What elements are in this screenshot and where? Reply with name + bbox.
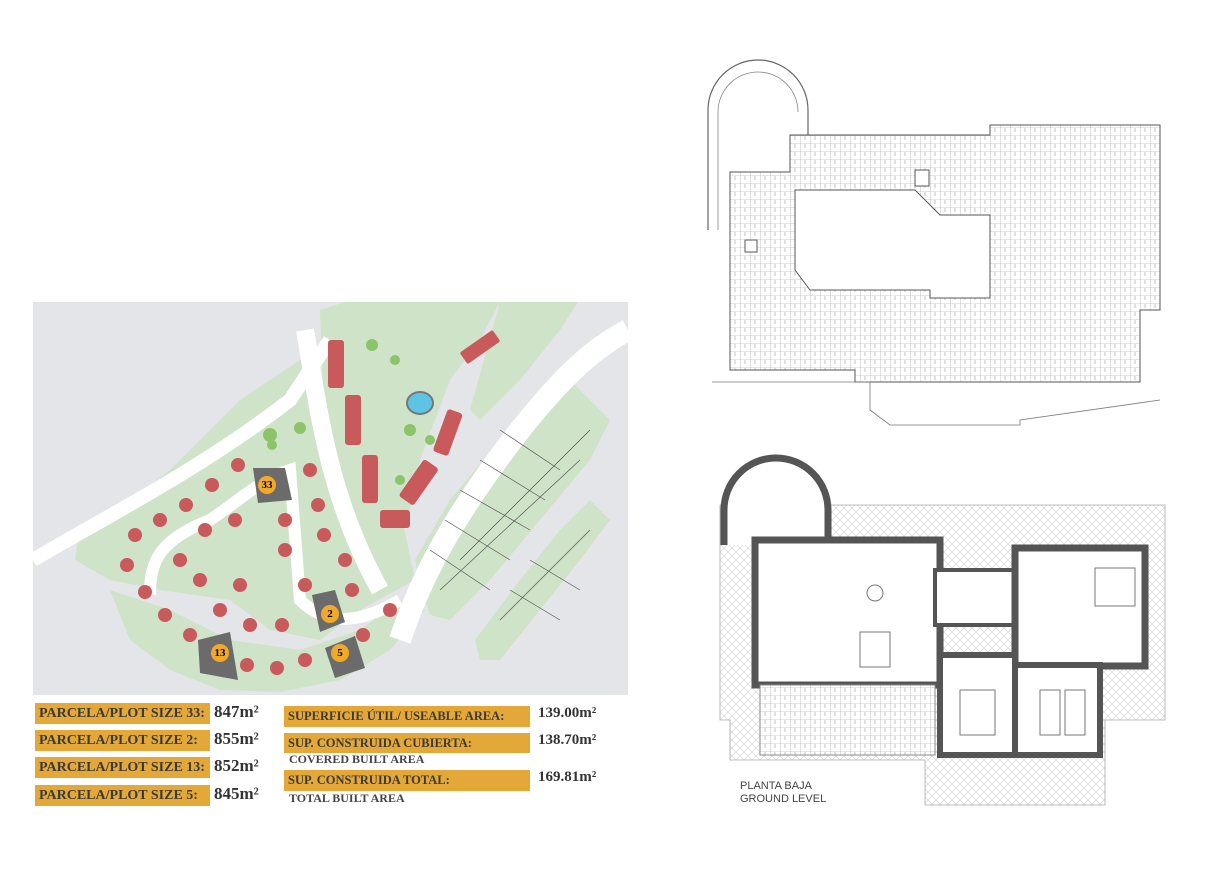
planta-baja-text: PLANTA BAJA	[740, 780, 812, 792]
plot-size-label-33: PARCELA/PLOT SIZE 33:	[35, 703, 210, 724]
ground-level-text: GROUND LEVEL	[740, 793, 827, 805]
plot-marker-5[interactable]: 5	[331, 644, 349, 662]
covered-area-label: SUP. CONSTRUIDA CUBIERTA:	[284, 733, 530, 753]
plot-size-label-2: PARCELA/PLOT SIZE 2:	[35, 730, 210, 751]
plot-size-value-13: 852m²	[214, 756, 259, 775]
plot-size-value-2: 855m²	[214, 729, 259, 748]
plot-marker-2[interactable]: 2	[321, 605, 339, 623]
total-area-value: 169.81m²	[538, 769, 597, 785]
houses	[120, 330, 500, 675]
land-east-a	[415, 370, 610, 620]
plot-marker-33[interactable]: 33	[258, 476, 276, 494]
plot-size-value-33: 847m²	[214, 702, 259, 721]
plot-size-label-13: PARCELA/PLOT SIZE 13:	[35, 757, 210, 778]
pool	[406, 391, 434, 415]
land-northeast	[470, 302, 578, 420]
total-area-sub: TOTAL BUILT AREA	[289, 791, 405, 805]
road-west	[29, 336, 336, 567]
road-main	[389, 320, 634, 644]
covered-area-sub: COVERED BUILT AREA	[289, 752, 425, 766]
plot-size-value-5: 845m²	[214, 784, 259, 803]
useable-area-value: 139.00m²	[538, 705, 597, 721]
useable-area-label: SUPERFICIE ÚTIL/ USEABLE AREA:	[284, 706, 530, 727]
total-area-label: SUP. CONSTRUIDA TOTAL:	[284, 770, 530, 791]
plot-marker-13[interactable]: 13	[211, 644, 229, 662]
plot-size-label-5: PARCELA/PLOT SIZE 5:	[35, 785, 210, 806]
ground-level-label: PLANTA BAJA GROUND LEVEL	[740, 780, 826, 806]
land-east-b	[475, 500, 610, 660]
covered-area-value: 138.70m²	[538, 732, 597, 748]
